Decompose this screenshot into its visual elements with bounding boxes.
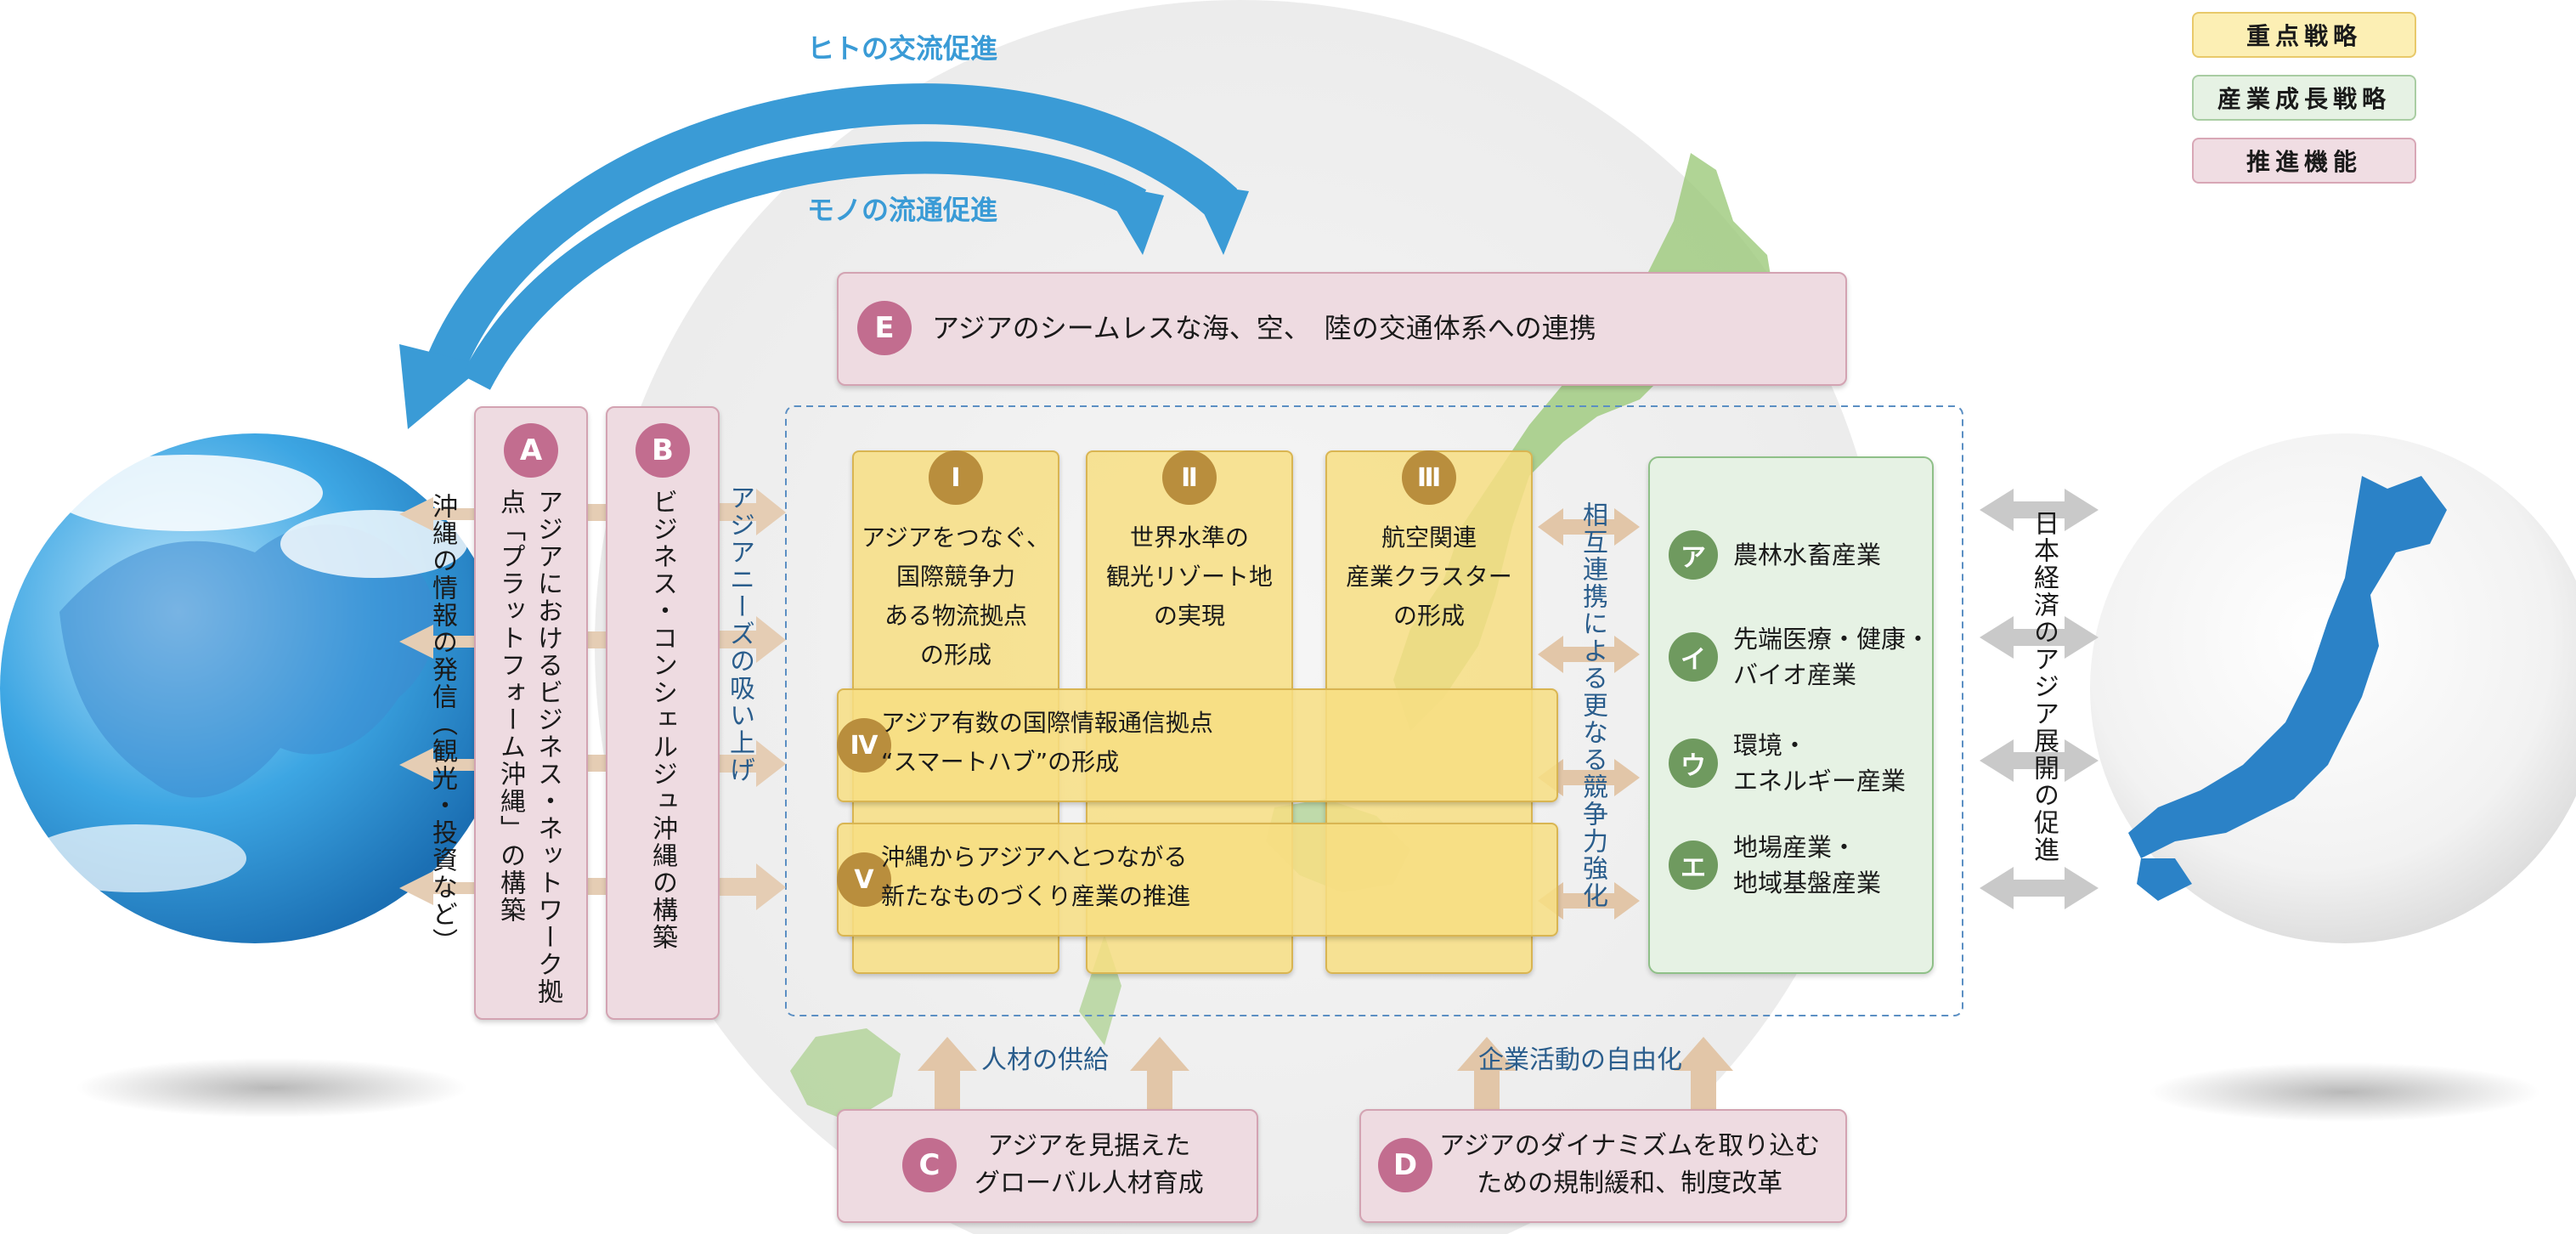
box-a-text: アジアにおけるビジネス・ネットワーク拠点「プラットフォーム沖縄」の構築	[495, 489, 562, 1005]
box-c: C アジアを見据えた グローバル人材育成	[837, 1109, 1258, 1223]
badge-industry-a: ア	[1669, 530, 1718, 580]
badge-industry-i: イ	[1669, 632, 1718, 682]
flow-people-label: ヒトの交流促進	[807, 32, 998, 65]
box-b-text: ビジネス・コンシェルジュ沖縄の構築	[647, 489, 677, 951]
left-info-label: 沖縄の情報の発信（観光・投資など）	[427, 493, 457, 955]
strategy-5: Ⅴ 沖縄からアジアへとつながる 新たなものづくり産業の推進	[837, 823, 1558, 937]
human-supply-label: 人材の供給	[981, 1045, 1109, 1075]
badge-c: C	[902, 1138, 957, 1192]
japan-label: 日本経済のアジア展開の促進	[2029, 510, 2059, 863]
legend-key-strategy: 重点戦略	[2192, 12, 2416, 58]
strategy-4-text: アジア有数の国際情報通信拠点 “スマートハブ”の形成	[881, 709, 1213, 776]
badge-strategy-4: Ⅳ	[837, 718, 891, 773]
industry-e-text: 地場産業・ 地域基盤産業	[1733, 833, 1882, 897]
strategy-3-text: 航空関連 産業クラスター の形成	[1346, 524, 1512, 630]
industry-i-text: 先端医療・健康・ バイオ産業	[1733, 625, 1931, 689]
flow-goods-label: モノの流通促進	[807, 194, 998, 226]
badge-a: A	[504, 423, 558, 478]
box-a: A アジアにおけるビジネス・ネットワーク拠点「プラットフォーム沖縄」の構築	[474, 406, 588, 1020]
badge-strategy-3: Ⅲ	[1402, 450, 1456, 505]
strategy-2-text: 世界水準の 観光リゾート地 の実現	[1105, 524, 1273, 630]
box-e: E アジアのシームレスな海、空、 陸の交通体系への連携	[837, 272, 1847, 386]
badge-d: D	[1378, 1138, 1432, 1192]
strategy-1-text: アジアをつなぐ、 国際競争力 ある物流拠点 の形成	[861, 524, 1051, 669]
badge-industry-u: ウ	[1669, 739, 1718, 788]
liberalization-label: 企業活動の自由化	[1478, 1045, 1682, 1075]
badge-e: E	[857, 301, 912, 355]
legend-promotion: 推進機能	[2192, 138, 2416, 184]
box-d: D アジアのダイナミズムを取り込む ための規制緩和、制度改革	[1359, 1109, 1847, 1223]
box-e-text: アジアのシームレスな海、空、 陸の交通体系への連携	[932, 312, 1596, 344]
badge-strategy-2: Ⅱ	[1162, 450, 1217, 505]
strategy-5-text: 沖縄からアジアへとつながる 新たなものづくり産業の推進	[881, 843, 1191, 910]
mutual-label: 相互連携による更なる競争力強化	[1578, 501, 1607, 909]
box-b: B ビジネス・コンシェルジュ沖縄の構築	[606, 406, 720, 1020]
industry-a-text: 農林水畜産業	[1733, 541, 1882, 569]
industry-box: ア 農林水畜産業 イ 先端医療・健康・ バイオ産業 ウ 環境・ エネルギー産業 …	[1648, 456, 1934, 974]
badge-b: B	[636, 423, 690, 478]
strategy-4: Ⅳ アジア有数の国際情報通信拠点 “スマートハブ”の形成	[837, 688, 1558, 802]
badge-industry-e: エ	[1669, 841, 1718, 890]
legend-industry-strategy: 産業成長戦略	[2192, 75, 2416, 121]
industry-u-text: 環境・ エネルギー産業	[1733, 731, 1907, 795]
badge-strategy-1: Ⅰ	[929, 450, 983, 505]
asia-needs-label: アジアニーズの吸い上げ	[725, 484, 754, 784]
box-c-text: アジアを見据えた グローバル人材育成	[974, 1131, 1204, 1198]
box-d-text: アジアのダイナミズムを取り込む ための規制緩和、制度改革	[1439, 1131, 1821, 1198]
badge-strategy-5: Ⅴ	[837, 852, 891, 907]
